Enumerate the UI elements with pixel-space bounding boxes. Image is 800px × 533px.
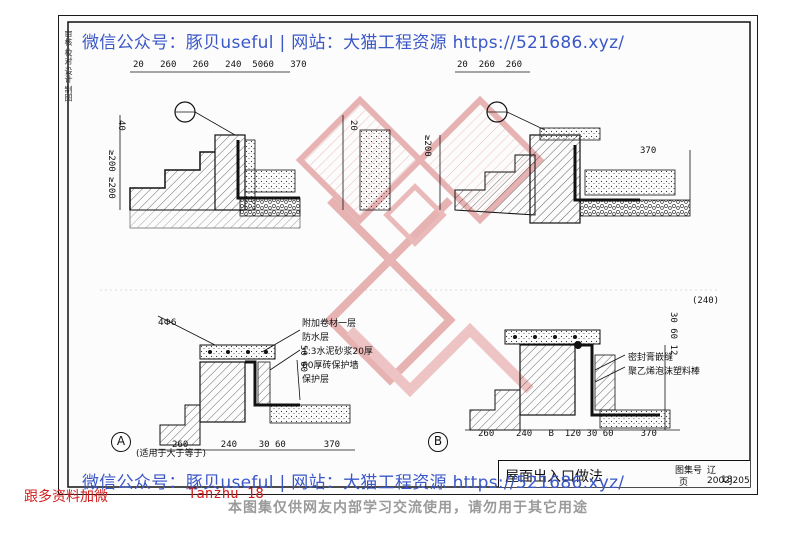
promo-left-text: 跟多资料加微 (24, 489, 108, 505)
annotation-left-caption: (适用于大于等于) (136, 449, 207, 459)
page-number: 18 (721, 475, 733, 485)
dim-top-left: 20 260 260 240 5060 370 (133, 60, 307, 70)
annotation-left-2: 1:3水泥砂浆20厚 (302, 347, 373, 357)
atlas-number: 辽2002J205 (707, 466, 750, 486)
page-label: 页 (679, 478, 689, 488)
detail-top-right (439, 71, 691, 224)
detail-label-a: A (111, 432, 131, 452)
detail-bottom-right (465, 329, 680, 431)
annotation-right-0: 密封膏嵌缝 (628, 353, 674, 363)
title-block: 屋面出入口做法 图集号 辽2002J205 页 18 (498, 460, 750, 488)
drawing-title: 屋面出入口做法 (505, 469, 603, 485)
watermark-bottom: 微信公众号：豚贝useful | 网站：大猫工程资源 https://52168… (82, 473, 625, 493)
dim-vert-left: 40 (116, 120, 126, 131)
dim-vert-right-2: 30 60 12 (668, 312, 678, 356)
dim-bottom-left: 260 240 30 60 370 (172, 440, 341, 450)
detail-top-left (119, 71, 391, 229)
dim-bottom-right: 260 240 B 120 30 60 370 (478, 429, 657, 439)
dim-bottom-vert: 50 60 (298, 345, 308, 373)
annotation-left-4: 保护层 (302, 375, 330, 385)
dim-vert-right: 370 (640, 146, 657, 156)
dim-vert-left-2: ≥200 ≥200 (106, 150, 116, 199)
annotation-left-1: 防水层 (302, 333, 330, 343)
annotation-left-0: 附加卷材一层 (302, 319, 357, 329)
detail-bottom-left (155, 315, 355, 451)
dim-vert-mid: 20 (348, 120, 358, 131)
annotation-left-3: 60厚砖保护墙 (302, 361, 359, 371)
annotation-rebar: 4Φ6 (158, 318, 177, 328)
sidebar-signature-strip: 审核 校对 设计 制图 (64, 30, 73, 102)
dim-vert-mid-2: ≥200 (422, 135, 432, 157)
usage-notice: 本图集仅供网友内部学习交流使用，请勿用于其它用途 (228, 500, 588, 516)
detail-label-b: B (428, 432, 448, 452)
promo-right-text: Tanzhu 18 (188, 486, 264, 502)
atlas-label: 图集号 (675, 466, 703, 476)
dim-paren: (240) (692, 296, 720, 306)
watermark-top: 微信公众号：豚贝useful | 网站：大猫工程资源 https://52168… (82, 33, 625, 53)
dim-top-right: 20 260 260 (457, 60, 523, 70)
annotation-right-1: 聚乙烯泡沫塑料棒 (628, 367, 701, 377)
